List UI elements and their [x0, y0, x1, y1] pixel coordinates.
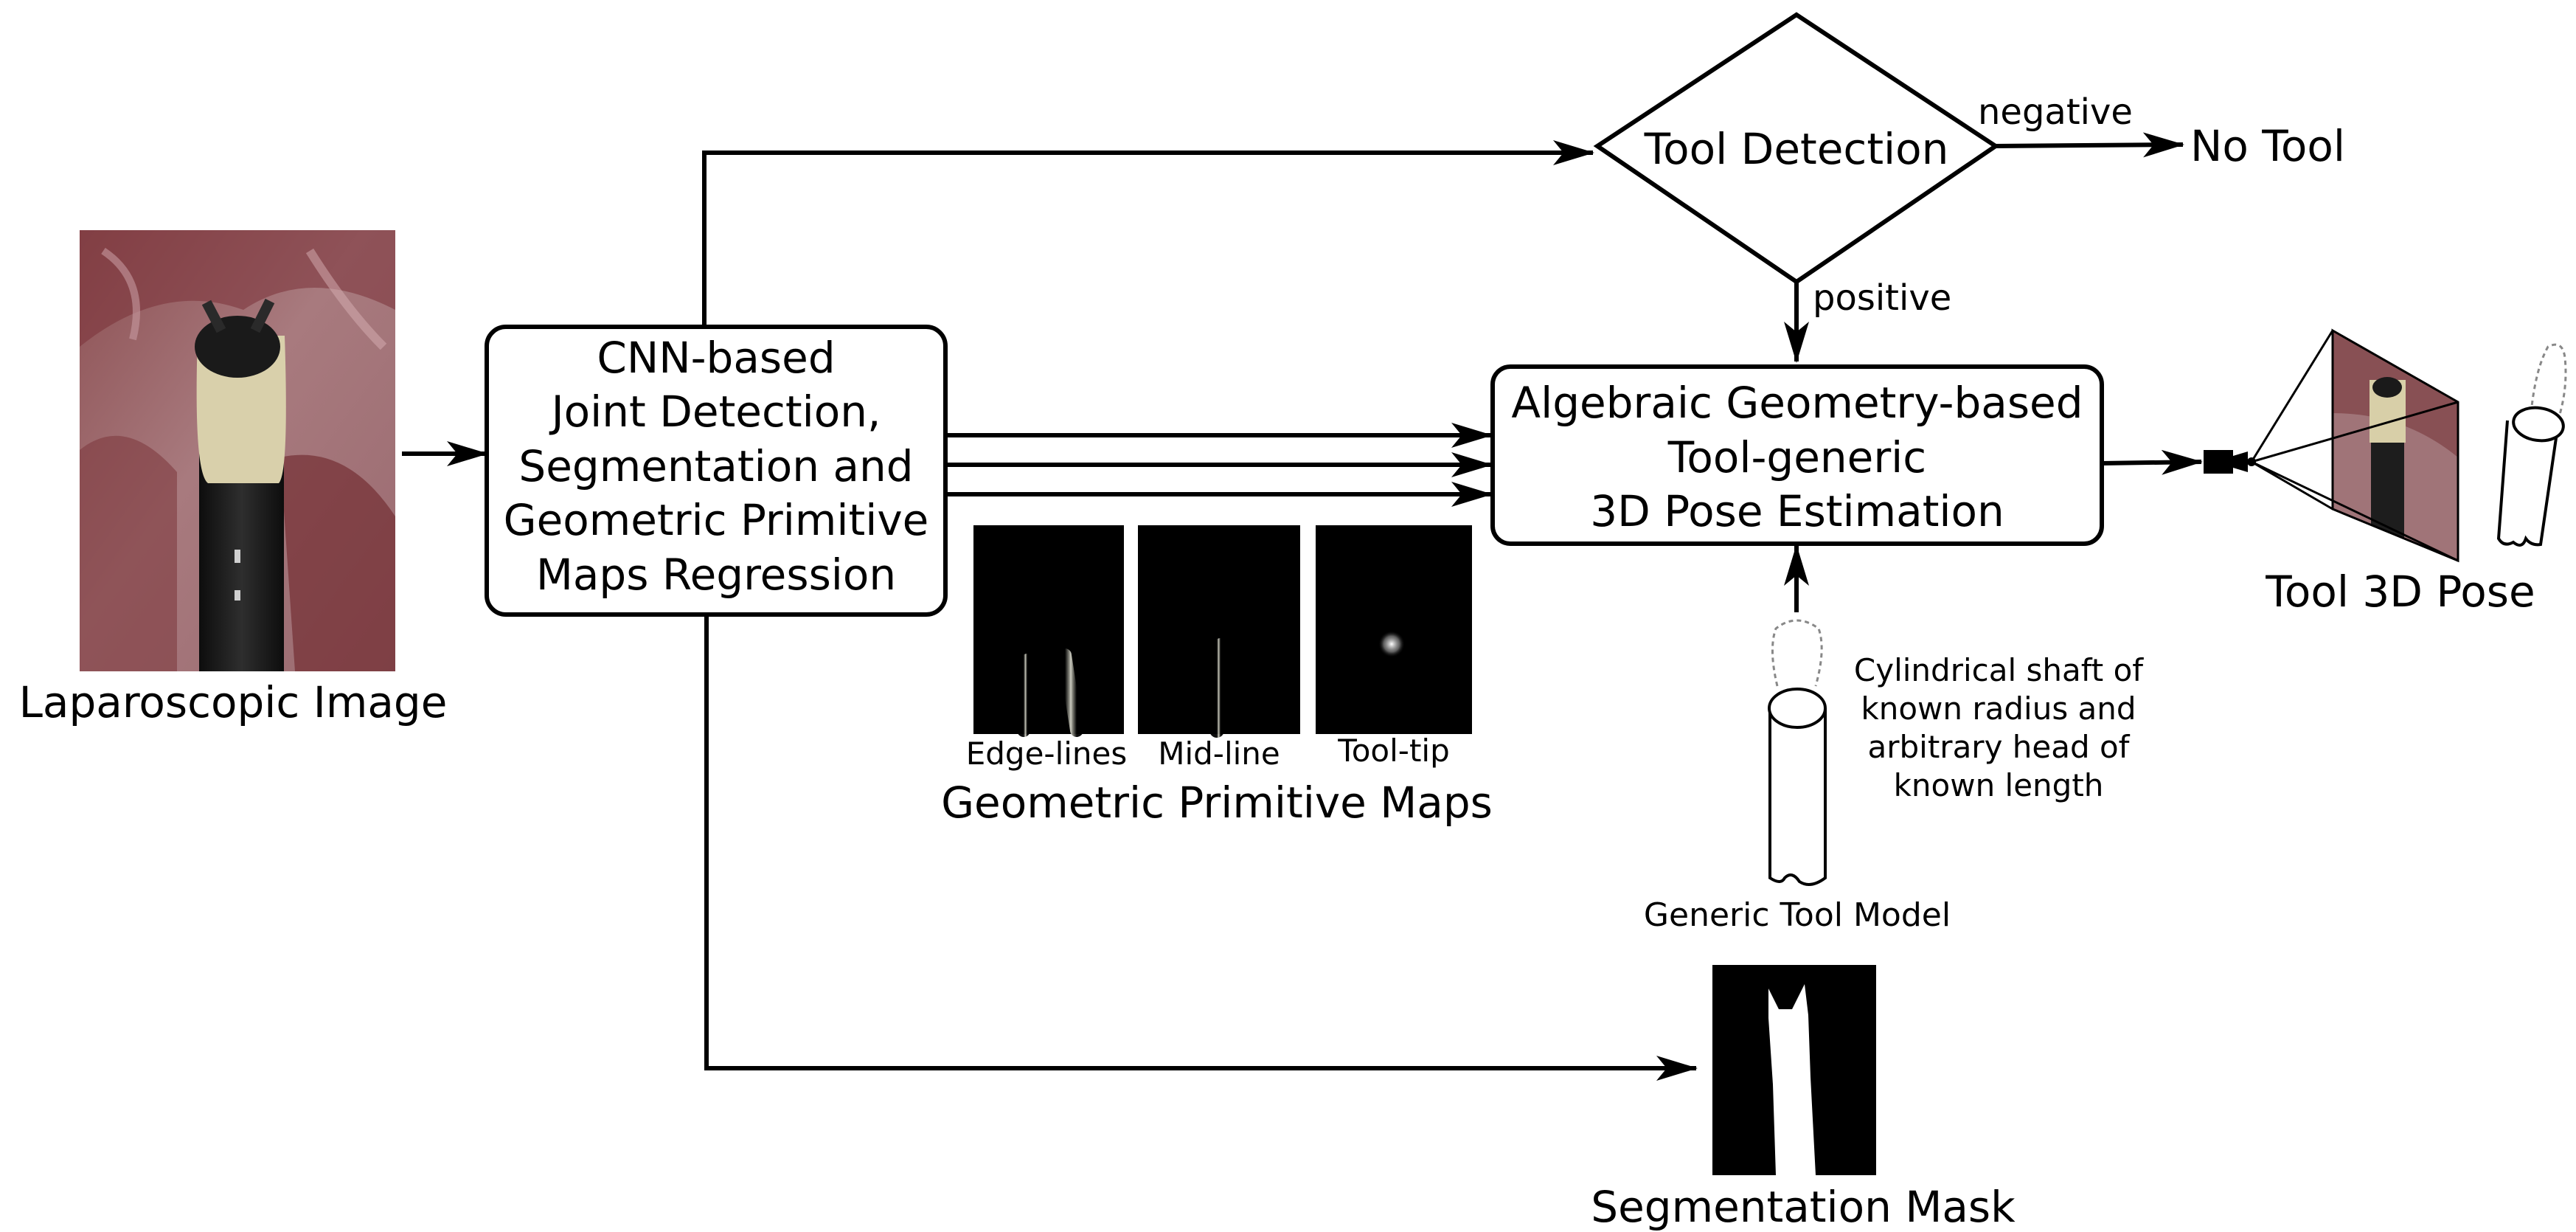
tool-model-description-line-4: known length: [1894, 767, 2104, 803]
arrow-cnn-to-mask: [704, 615, 1698, 1081]
pose-estimation-box: Algebraic Geometry-based Tool-generic 3D…: [1490, 364, 2104, 546]
negative-label: negative: [1978, 91, 2133, 133]
positive-label: positive: [1813, 277, 1951, 319]
generic-tool-model-icon: [1768, 619, 1827, 886]
camera-frustum: [2250, 328, 2459, 563]
arrow-detection-negative: [1995, 132, 2184, 158]
cnn-box-line-2: Joint Detection,: [549, 387, 881, 437]
laparoscopic-image-caption: Laparoscopic Image: [19, 677, 448, 727]
tool-detection-diamond: Tool Detection: [1593, 12, 2000, 285]
tool-model-description-line-2: known radius and: [1861, 691, 2136, 727]
tool-3d-pose-icon: [2496, 343, 2567, 547]
tool-tip-map: [1316, 525, 1472, 734]
laparoscopic-image: [80, 230, 395, 671]
tool-tip-label: Tool-tip: [1337, 733, 1450, 769]
arrow-cnn-to-detection: [702, 140, 1594, 327]
cnn-box-line-3: Segmentation and: [518, 441, 913, 491]
segmentation-mask-image: [1712, 965, 1876, 1175]
cnn-box-line-5: Maps Regression: [536, 550, 896, 600]
pose-box-line-2: Tool-generic: [1667, 432, 1926, 482]
cnn-box-line-1: CNN-based: [597, 333, 835, 383]
pose-box-line-3: 3D Pose Estimation: [1590, 486, 2004, 536]
primitive-maps-title: Geometric Primitive Maps: [941, 778, 1493, 828]
cnn-box-line-4: Geometric Primitive: [504, 495, 929, 545]
tool-model-description-line-3: arbitrary head of: [1868, 729, 2131, 765]
segmentation-mask-caption: Segmentation Mask: [1591, 1182, 2016, 1232]
cnn-module-box: CNN-based Joint Detection, Segmentation …: [485, 325, 948, 617]
camera-icon: [2204, 450, 2256, 474]
tool-model-description-line-1: Cylindrical shaft of: [1854, 652, 2144, 688]
pose-box-line-1: Algebraic Geometry-based: [1511, 378, 2083, 428]
tool-3d-pose-caption: Tool 3D Pose: [2265, 567, 2535, 617]
arrow-pose-to-output: [2101, 449, 2203, 475]
mid-line-map: [1138, 525, 1300, 738]
edge-lines-map: [973, 525, 1124, 737]
generic-tool-model-caption: Generic Tool Model: [1644, 896, 1951, 934]
tool-detection-label: Tool Detection: [1644, 124, 1949, 174]
no-tool-label: No Tool: [2190, 121, 2345, 171]
mid-line-label: Mid-line: [1158, 736, 1280, 772]
edge-lines-label: Edge-lines: [966, 736, 1128, 772]
